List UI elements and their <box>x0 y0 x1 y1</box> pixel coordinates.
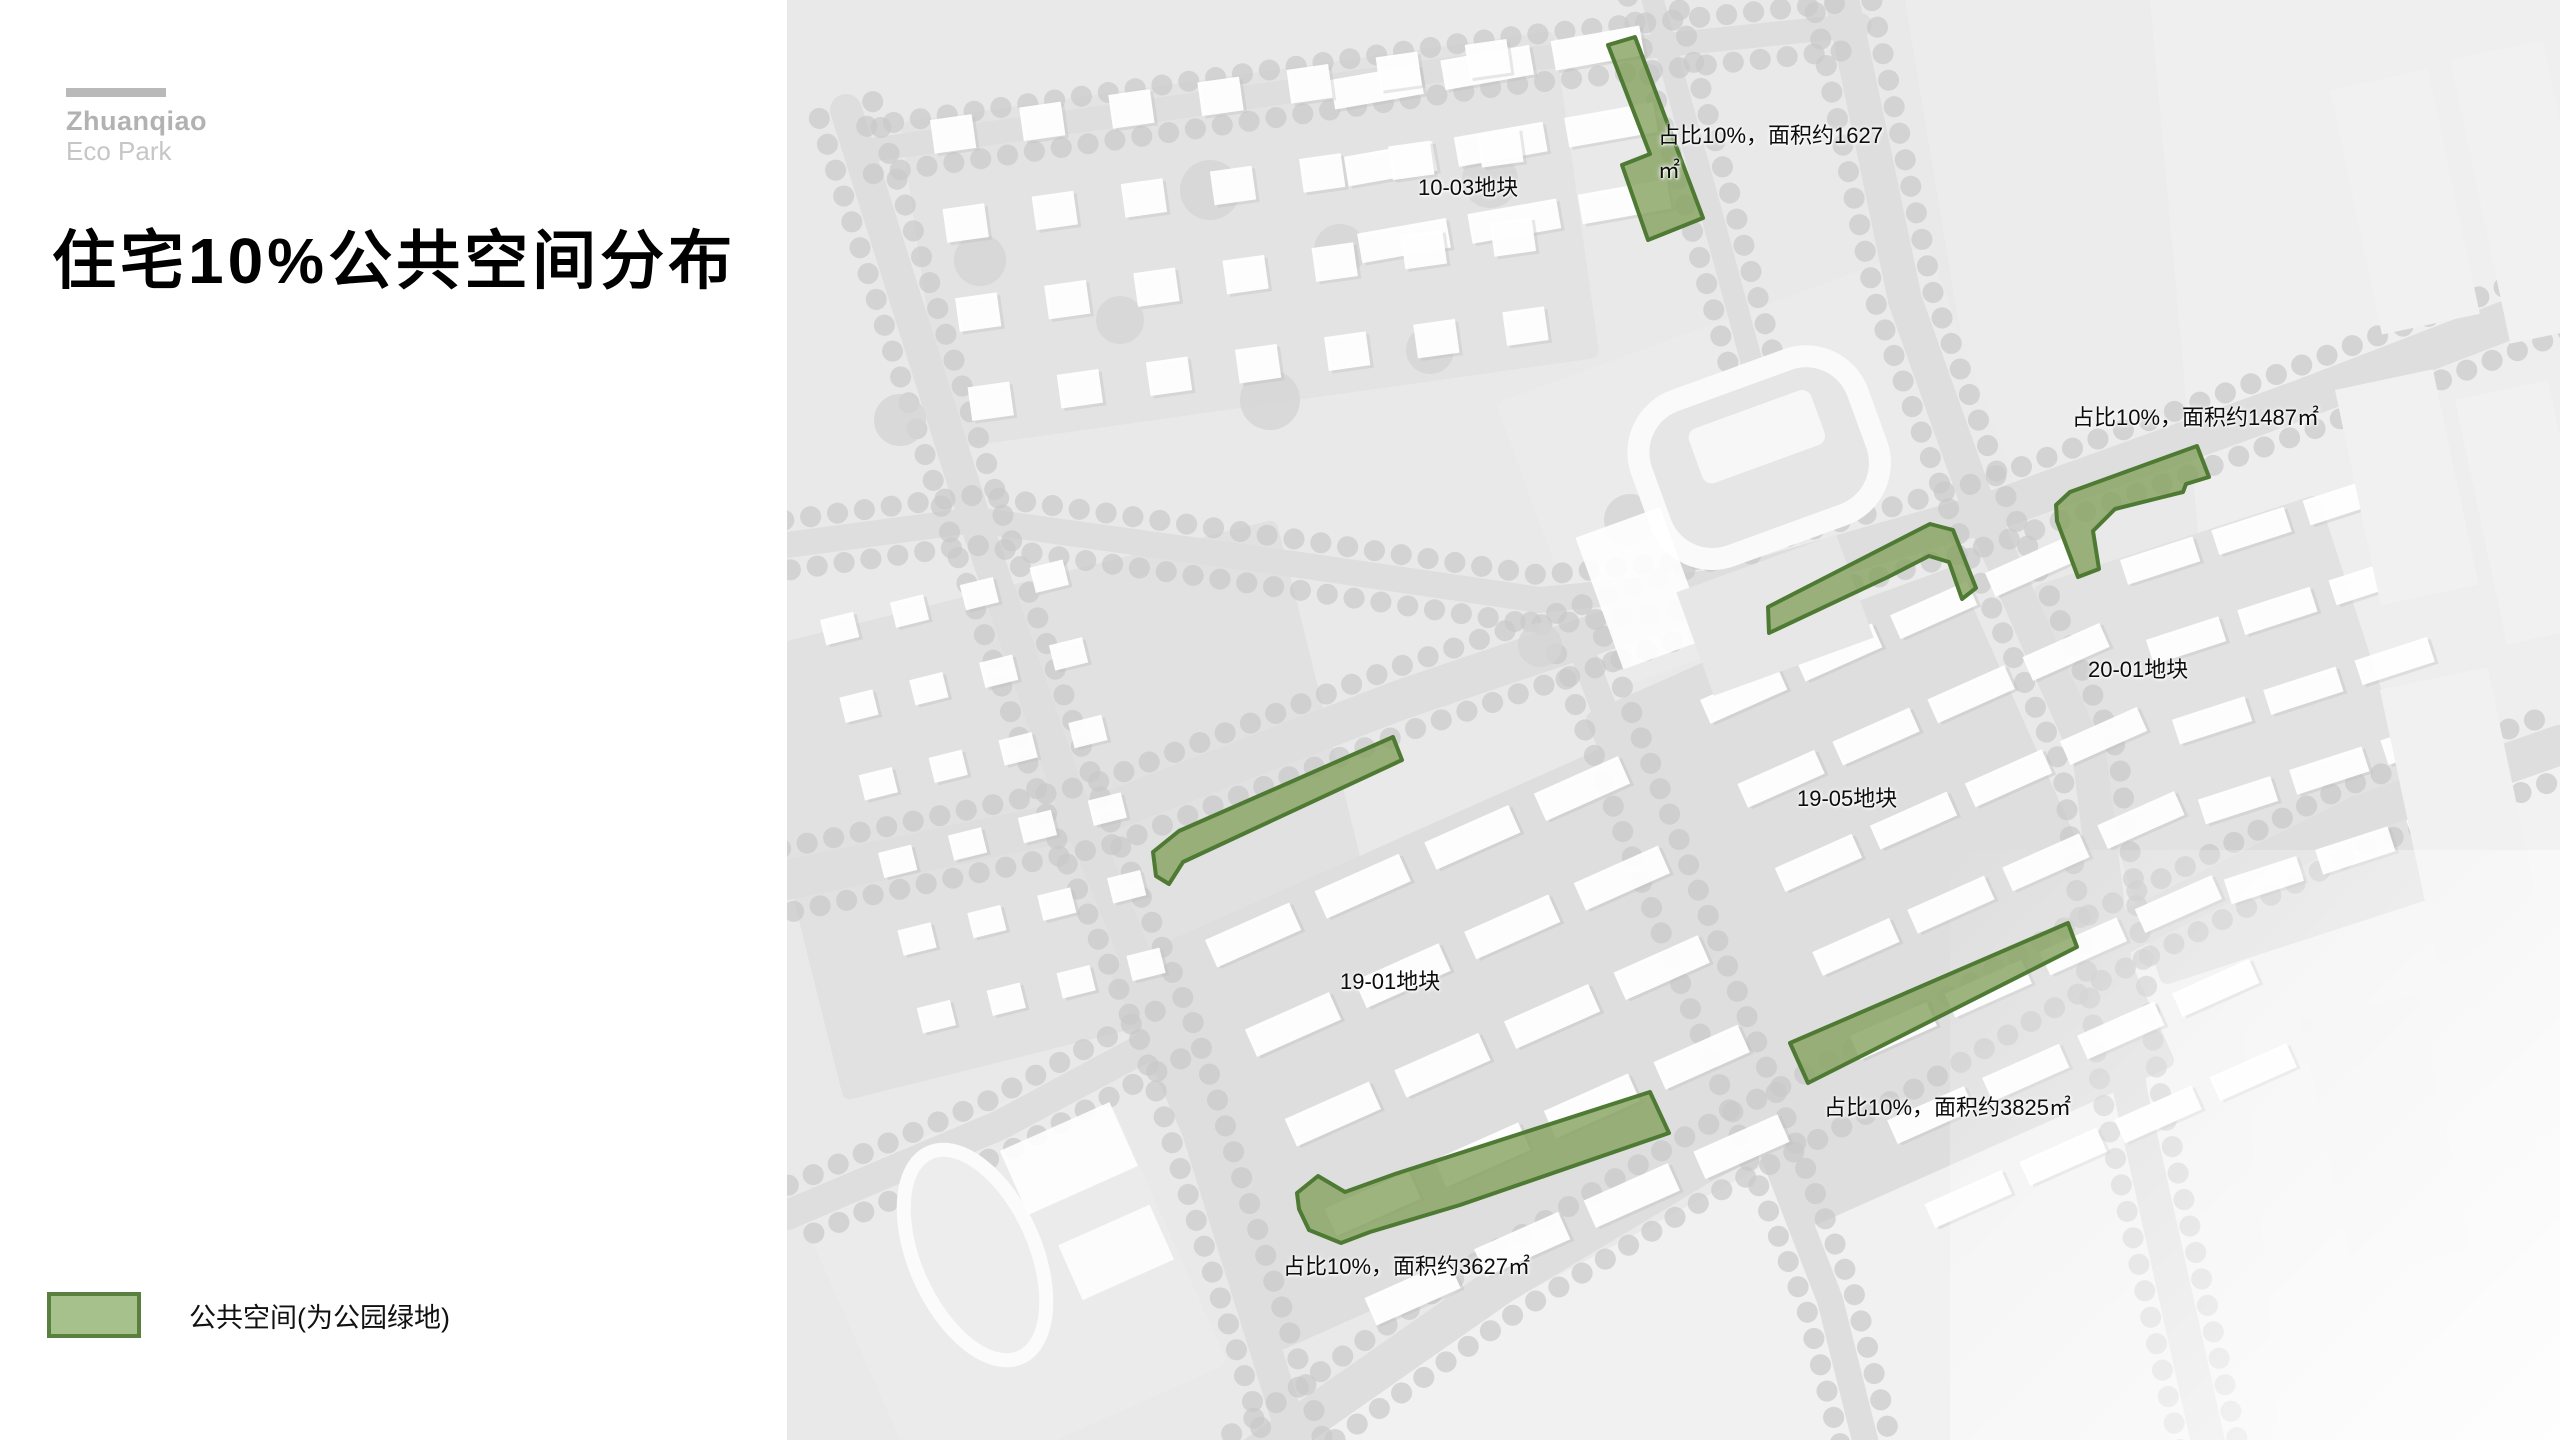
public-space-layer <box>1151 35 2211 1245</box>
public-space-20-01 <box>2054 444 2211 579</box>
site-plan-map <box>787 0 2560 1440</box>
logo-bar <box>66 88 166 97</box>
public-space-19-05-south <box>1788 921 2079 1085</box>
public-space-19-01-west <box>1151 735 1404 886</box>
legend-label: 公共空间(为公园绿地) <box>189 1302 450 1333</box>
public-space-19-01-south <box>1295 1090 1671 1245</box>
logo: Zhuanqiao Eco Park <box>66 88 207 167</box>
legend-swatch <box>47 1292 141 1338</box>
legend: 公共空间(为公园绿地) <box>47 1292 450 1338</box>
logo-tagline: Eco Park <box>66 135 172 166</box>
public-space-10-03 <box>1606 35 1705 242</box>
page-title: 住宅10%公共空间分布 <box>52 225 737 297</box>
logo-name: Zhuanqiao <box>66 106 207 136</box>
public-space-19-05-north <box>1766 522 1978 635</box>
